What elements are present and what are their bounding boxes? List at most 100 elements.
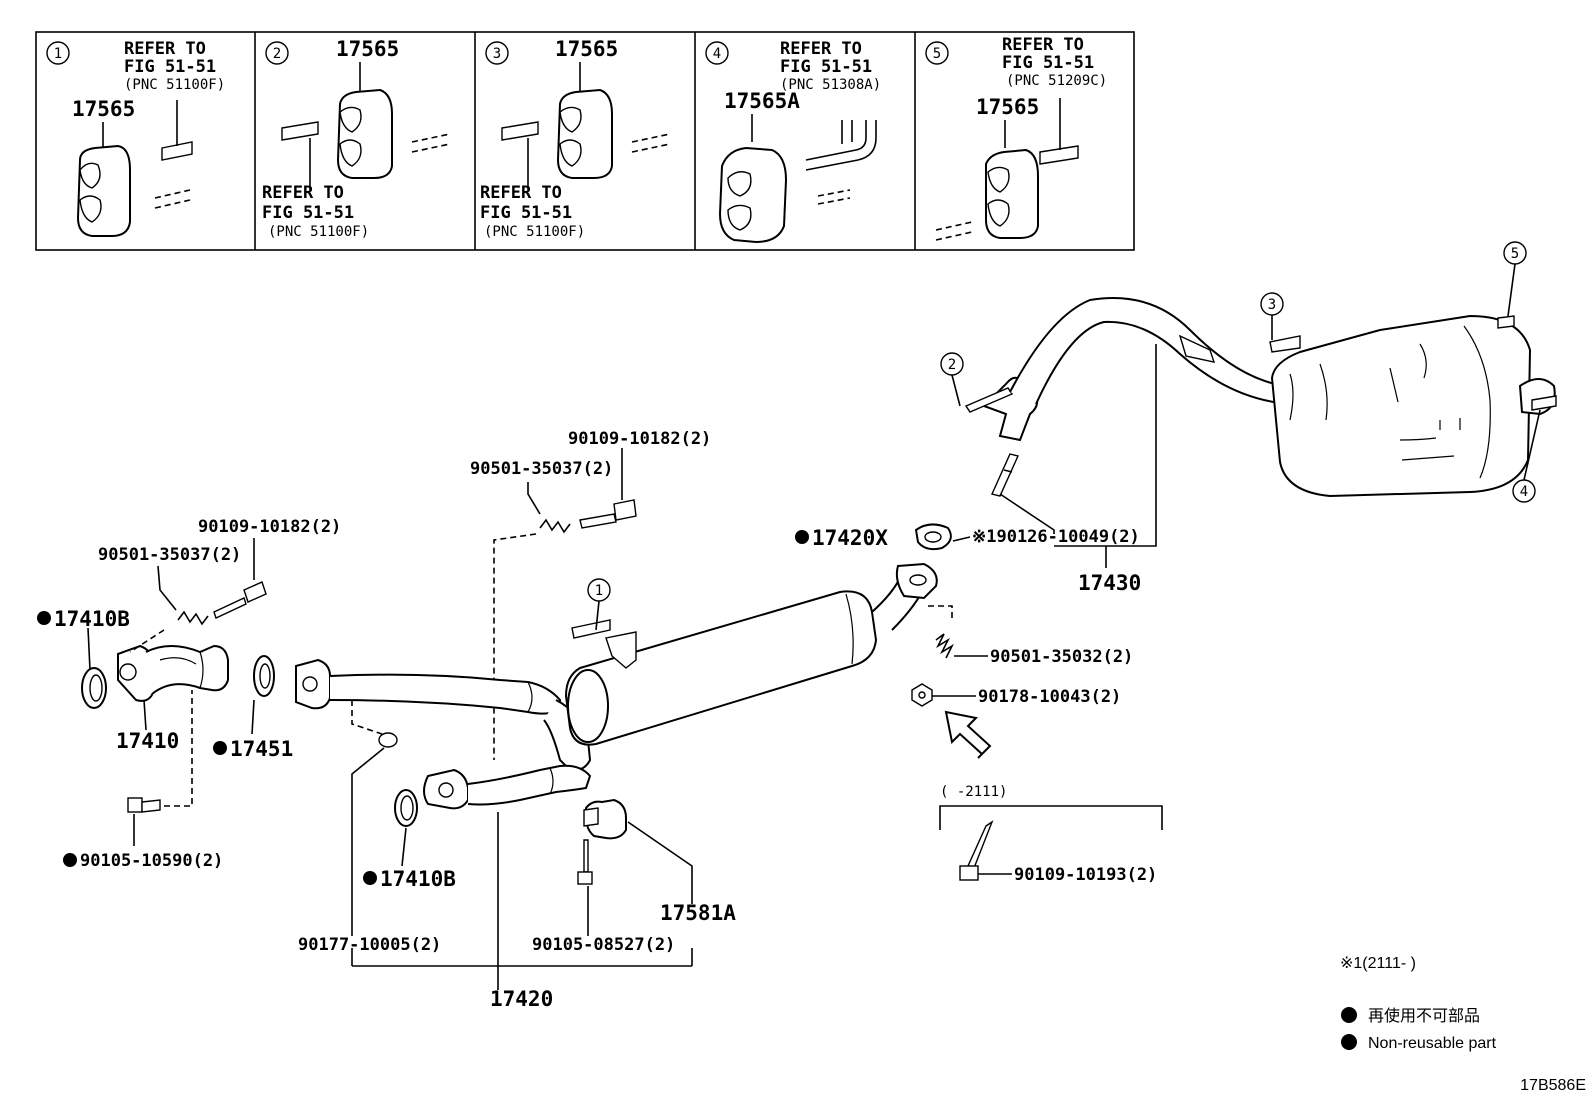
legend-jp: 再使用不可部品: [1368, 1007, 1480, 1025]
inset-2-part: 17565: [336, 37, 399, 61]
inset-1-ref2: FIG 51-51: [124, 57, 216, 77]
label-17410b-bottom: 17410B: [380, 867, 456, 891]
legend-dot: [1341, 1034, 1357, 1050]
inset-1-ref1: REFER TO: [124, 39, 206, 59]
non-reusable-dot: [37, 611, 51, 625]
gasket-17410b-top: [81, 667, 107, 709]
inset-box-4: 4 REFER TO FIG 51-51 (PNC 51308A) 17565A: [705, 39, 881, 244]
spring-bolt-upper: [493, 499, 637, 760]
non-reusable-dot: [795, 530, 809, 544]
label-17451: 17451: [230, 737, 293, 761]
tail-pipe-17430: [964, 297, 1557, 498]
hanger-rubber-2: [336, 88, 393, 179]
front-pipe-17420: [295, 658, 592, 810]
nut-90178-10043: [911, 683, 933, 707]
inset-2-pnc: (PNC 51100F): [268, 224, 369, 240]
legend-dot: [1341, 1007, 1357, 1023]
inset-1-pnc: (PNC 51100F): [124, 77, 225, 93]
callout-4: 4: [1512, 409, 1541, 503]
exhaust-pipe-17410: [117, 644, 229, 702]
label-90109-10193: 90109-10193(2): [1014, 865, 1157, 885]
inset-box-5: 5 REFER TO FIG 51-51 (PNC 51209C) 17565: [925, 35, 1107, 241]
inset-3-number: 3: [493, 46, 501, 62]
inset-4-number: 4: [713, 46, 721, 62]
callout-2-number: 2: [948, 357, 956, 373]
figure-code: 17B586E: [1520, 1077, 1586, 1094]
callout-3: 3: [1260, 292, 1284, 340]
callout-1-number: 1: [595, 583, 603, 599]
legend: 再使用不可部品 Non-reusable part: [1341, 1007, 1497, 1052]
hanger-rubber-5: [985, 148, 1039, 239]
inset-1-part: 17565: [72, 97, 135, 121]
spring-bolt-left: [129, 581, 267, 653]
inset-box-2: 2 17565 REFER TO FIG 51-51 (PNC 51100F): [262, 37, 451, 240]
bolt-90109-10193: [959, 820, 994, 881]
inset-4-pnc: (PNC 51308A): [780, 77, 881, 93]
label-17410: 17410: [116, 729, 179, 753]
inset-5-pnc: (PNC 51209C): [1006, 73, 1107, 89]
gasket-17420x: [914, 523, 952, 551]
inset-3-part: 17565: [555, 37, 618, 61]
direction-arrow: [944, 710, 992, 759]
inset-1-number: 1: [54, 46, 62, 62]
gasket-17410b-bottom: [394, 789, 418, 827]
spring-90501-35032: [935, 633, 954, 659]
center-muffler: [564, 590, 878, 746]
footnote: ※1(2111- ): [1340, 955, 1416, 972]
inset-4-ref2: FIG 51-51: [780, 57, 872, 77]
label-17420x: 17420X: [812, 526, 888, 550]
label-17581a: 17581A: [660, 901, 736, 925]
hanger-rubber-3: [556, 88, 613, 179]
inset-2-number: 2: [273, 46, 281, 62]
center-outlet-pipe: [871, 562, 953, 631]
inset-5-part: 17565: [976, 95, 1039, 119]
non-reusable-dot: [213, 741, 227, 755]
legend-en: Non-reusable part: [1368, 1035, 1497, 1052]
label-90109-10182-left: 90109-10182(2): [198, 517, 341, 537]
hanger-rubber-4: [718, 146, 788, 244]
label-90501-35032: 90501-35032(2): [990, 647, 1133, 667]
label-90178-10043: 90178-10043(2): [978, 687, 1121, 707]
label-90109-10182-upper: 90109-10182(2): [568, 429, 711, 449]
inset-4-ref1: REFER TO: [780, 39, 862, 59]
inset-4-part: 17565A: [724, 89, 800, 113]
inset-2-ref1: REFER TO: [262, 183, 344, 203]
label-90126-10049: ※190126-10049(2): [972, 527, 1140, 547]
stud-90126-10049: [991, 453, 1019, 497]
inset-panel: [35, 31, 1135, 251]
inset-5-ref1: REFER TO: [1002, 35, 1084, 55]
callout-5-number: 5: [1511, 246, 1519, 262]
label-17430: 17430: [1078, 571, 1141, 595]
label-90105-10590: 90105-10590(2): [80, 851, 223, 871]
label-90501-35037-left: 90501-35037(2): [98, 545, 241, 565]
callout-2: 2: [940, 352, 964, 407]
inset-5-number: 5: [933, 46, 941, 62]
callout-5: 5: [1503, 241, 1527, 317]
non-reusable-dot: [363, 871, 377, 885]
bolt-90105-10590: [127, 690, 193, 813]
inset-3-ref2: FIG 51-51: [480, 203, 572, 223]
label-90105-08527: 90105-08527(2): [532, 935, 675, 955]
callout-4-number: 4: [1520, 484, 1528, 500]
callout-3-number: 3: [1268, 297, 1276, 313]
leader-lines: [87, 344, 1163, 990]
inset-2-ref2: FIG 51-51: [262, 203, 354, 223]
label-90177-10005: 90177-10005(2): [298, 935, 441, 955]
inset-3-ref1: REFER TO: [480, 183, 562, 203]
part-labels: 90109-10182(2) 90501-35037(2) 90109-1018…: [37, 429, 1157, 1011]
bolt-90105-08527: [577, 839, 593, 885]
hanger-17581a: [583, 798, 627, 840]
hanger-rubber-1: [76, 144, 131, 237]
label-90501-35037-upper: 90501-35037(2): [470, 459, 613, 479]
callout-1: 1: [587, 578, 611, 631]
label-range: ( -2111): [940, 784, 1007, 800]
inset-box-3: 3 17565 REFER TO FIG 51-51 (PNC 51100F): [480, 37, 671, 240]
inset-3-pnc: (PNC 51100F): [484, 224, 585, 240]
gasket-17451: [253, 655, 275, 697]
label-17420: 17420: [490, 987, 553, 1011]
inset-5-ref2: FIG 51-51: [1002, 53, 1094, 73]
non-reusable-dot: [63, 853, 77, 867]
label-17410b-top: 17410B: [54, 607, 130, 631]
inset-box-1: 1 REFER TO FIG 51-51 (PNC 51100F) 17565: [46, 39, 225, 237]
